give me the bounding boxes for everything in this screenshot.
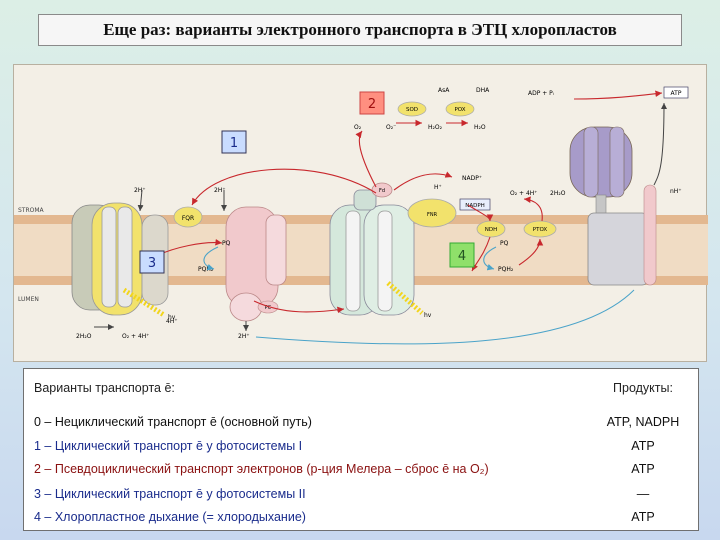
- pqh2-label: PQH₂: [198, 266, 214, 273]
- legend-row-0: 0 – Нециклический транспорт ē (основной …: [24, 415, 698, 435]
- o2-water-label: O₂ + 4H⁺: [122, 333, 149, 340]
- pox-enzyme: POX: [445, 101, 475, 117]
- svg-text:NADPH: NADPH: [465, 203, 485, 209]
- legend-row-label: 1 – Циклический транспорт ē у фотосистем…: [34, 439, 303, 453]
- legend-row-2: 2 – Псевдоциклический транспорт электрон…: [24, 462, 698, 482]
- legend-row-product: ATP: [631, 439, 655, 453]
- marker-1: 1: [221, 130, 247, 154]
- sod-enzyme: SOD: [397, 101, 427, 117]
- photosystem-i: [329, 189, 415, 316]
- svg-text:NDH: NDH: [485, 227, 498, 233]
- etc-chloroplast-svg: STROMA LUMEN FQR Fd FNR NADP⁺ NADPH: [14, 86, 708, 345]
- light-hv-2: hv: [386, 281, 432, 319]
- h-top-3-label: H⁺: [434, 184, 442, 191]
- svg-text:1: 1: [230, 136, 238, 151]
- o2-ptox-label: O₂ + 4H⁺: [510, 190, 537, 197]
- pq2-label: PQ: [500, 240, 509, 247]
- h-top-2-label: 2H⁺: [214, 187, 226, 194]
- legend-row-product: ATP: [631, 462, 655, 476]
- legend-row-1: 1 – Циклический транспорт ē у фотосистем…: [24, 439, 698, 459]
- legend-row-product: ATP: [631, 510, 655, 524]
- legend-header: Варианты транспорта ē: Продукты:: [24, 381, 698, 401]
- nh-label: nH⁺: [670, 188, 681, 195]
- svg-text:PC: PC: [265, 305, 272, 311]
- nadph-badge: NADPH: [459, 198, 491, 211]
- nadp-label: NADP⁺: [462, 175, 482, 182]
- pq-cycle-arrows: [203, 246, 497, 271]
- svg-text:POX: POX: [454, 107, 465, 113]
- asa-label: AsA: [438, 87, 450, 94]
- legend-row-label: 4 – Хлоропластное дыхание (= хлородыхани…: [34, 510, 306, 524]
- ndh-complex: NDH: [476, 220, 506, 238]
- h2o2-label: H₂O₂: [428, 124, 443, 131]
- legend-header-right: Продукты:: [613, 381, 673, 395]
- legend-row-product: —: [636, 487, 650, 501]
- svg-text:hv: hv: [168, 314, 176, 321]
- page-title: Еще раз: варианты электронного транспорт…: [38, 14, 682, 46]
- h-top-1-label: 2H⁺: [134, 187, 146, 194]
- stroma-label: STROMA: [18, 207, 45, 214]
- atp-badge: ATP: [663, 86, 689, 99]
- svg-text:4: 4: [458, 249, 466, 264]
- photosystem-ii: [71, 202, 169, 316]
- legend-row-product: ATP, NADPH: [606, 415, 680, 429]
- pq-label: PQ: [222, 240, 231, 247]
- legend-box: Варианты транспорта ē: Продукты: 0 – Нец…: [23, 368, 699, 531]
- legend-row-3: 3 – Циклический транспорт ē у фотосистем…: [24, 487, 698, 507]
- electron-flow-arrows: [153, 90, 663, 314]
- adp-label: ADP + Pᵢ: [528, 90, 554, 97]
- fqr-complex: FQR: [173, 206, 203, 228]
- legend-row-label: 0 – Нециклический транспорт ē (основной …: [34, 415, 312, 429]
- svg-text:3: 3: [148, 256, 156, 271]
- plastocyanin: PC: [257, 300, 279, 314]
- svg-text:hv: hv: [424, 312, 432, 319]
- light-hv-1: hv: [122, 287, 176, 321]
- svg-text:ATP: ATP: [671, 90, 682, 97]
- lumen-label: LUMEN: [18, 296, 39, 303]
- legend-row-label: 2 – Псевдоциклический транспорт электрон…: [34, 462, 489, 476]
- svg-text:PTOX: PTOX: [533, 227, 548, 233]
- fqr-label: FQR: [182, 215, 194, 222]
- svg-text:2: 2: [368, 97, 376, 112]
- h-bottom-label: 2H⁺: [238, 333, 250, 340]
- proton-flow-arrows: [94, 102, 667, 345]
- fd-label: Fd: [379, 188, 385, 194]
- legend-header-left: Варианты транспорта ē:: [34, 381, 175, 395]
- h2o-ptox-label: 2H₂O: [550, 190, 566, 197]
- atp-synthase: [569, 126, 657, 286]
- h2o-label: H₂O: [474, 124, 486, 131]
- ptox-complex: PTOX: [523, 220, 557, 238]
- marker-2: 2: [359, 91, 385, 115]
- pqh2-2-label: PQH₂: [498, 266, 514, 273]
- marker-4: 4: [449, 242, 475, 268]
- h-bottom-2-label: 4H⁺: [166, 318, 178, 325]
- svg-text:SOD: SOD: [406, 107, 418, 113]
- o2-label: O₂: [354, 124, 362, 131]
- water-label: 2H₂O: [76, 333, 92, 340]
- dha-label: DHA: [476, 87, 490, 94]
- marker-3: 3: [139, 250, 165, 274]
- electron-transport-diagram: STROMA LUMEN FQR Fd FNR NADP⁺ NADPH: [13, 64, 708, 362]
- fnr-label: FNR: [427, 212, 438, 218]
- fd-fnr: Fd FNR: [371, 182, 457, 228]
- o2-radical-label: O₂⁻: [386, 124, 396, 131]
- cytochrome-b6f: [225, 206, 287, 322]
- legend-row-4: 4 – Хлоропластное дыхание (= хлородыхани…: [24, 510, 698, 530]
- legend-row-label: 3 – Циклический транспорт ē у фотосистем…: [34, 487, 306, 501]
